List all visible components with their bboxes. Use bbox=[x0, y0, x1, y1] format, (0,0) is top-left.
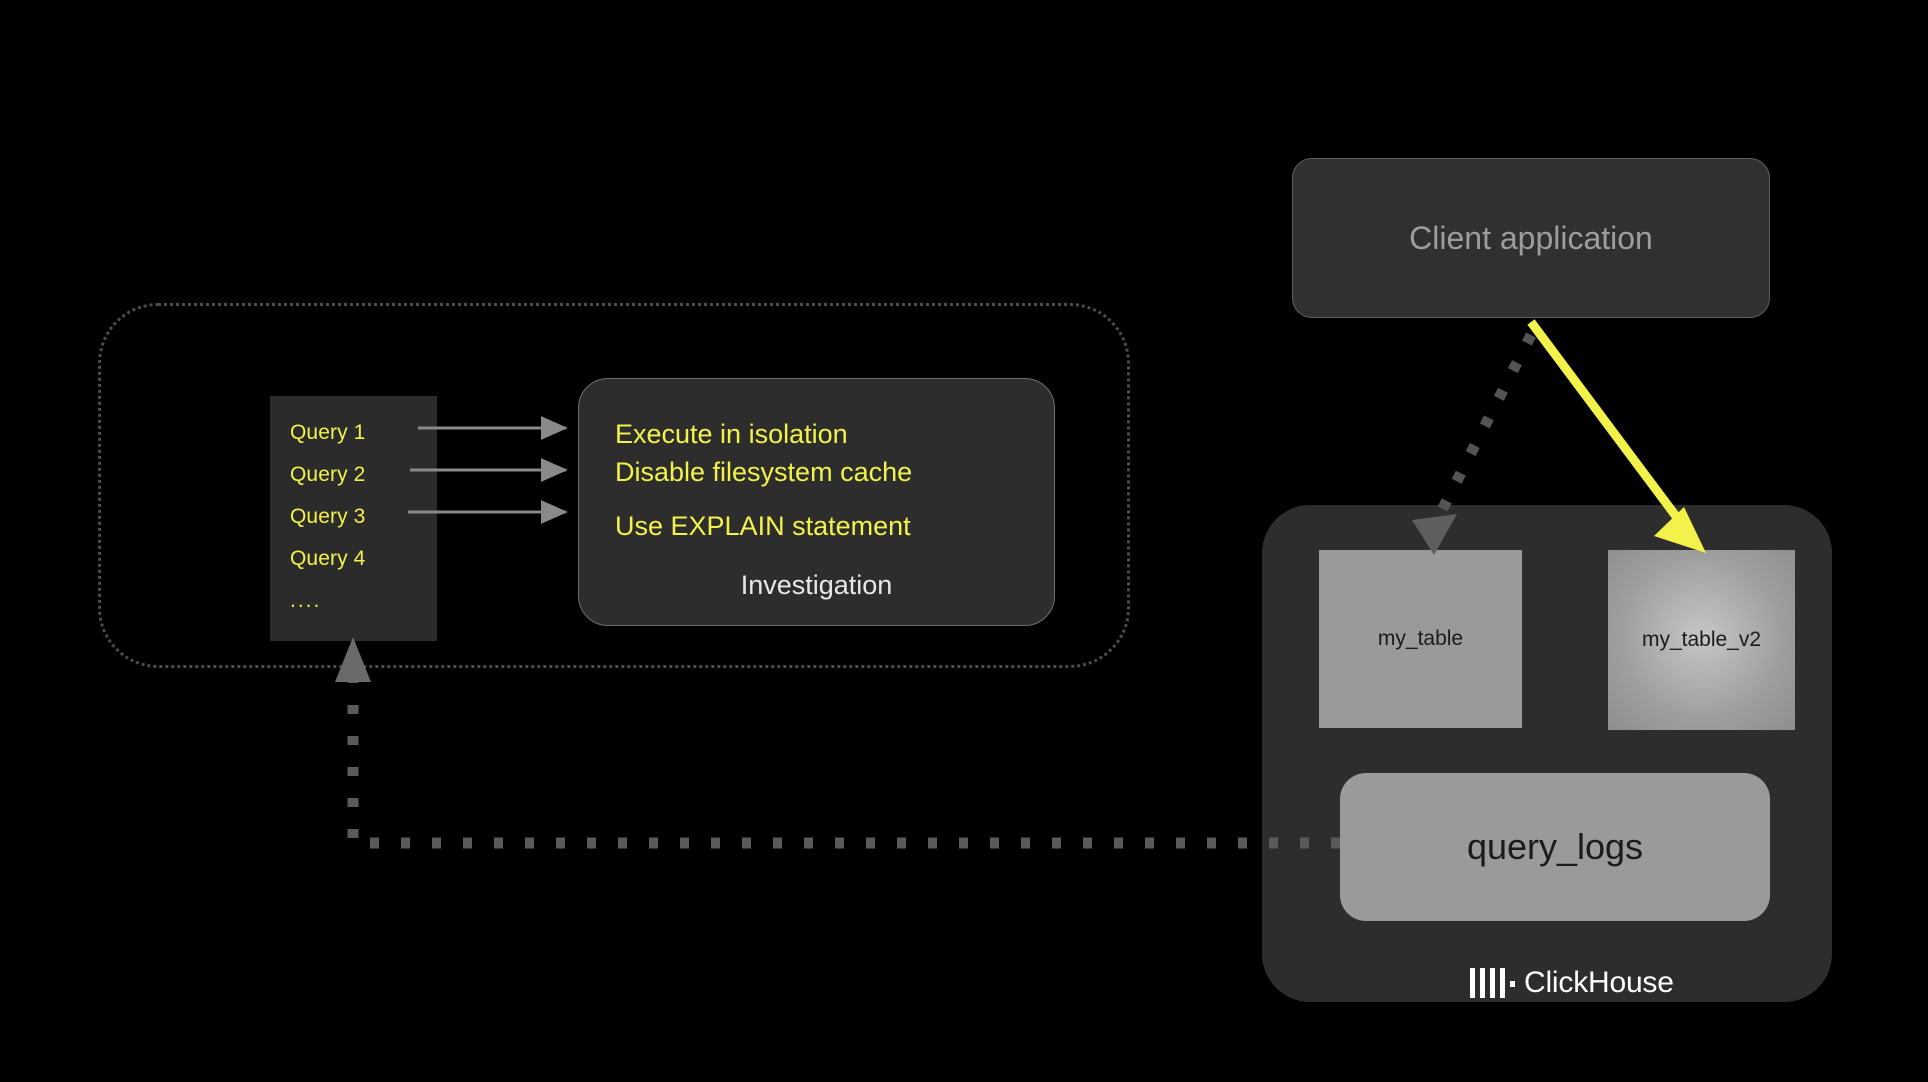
list-item-ellipsis: .... bbox=[290, 589, 322, 612]
clickhouse-brand-label: ClickHouse bbox=[1524, 966, 1674, 999]
investigation-step: Use EXPLAIN statement bbox=[615, 511, 911, 541]
investigation-group-frame bbox=[98, 303, 1130, 668]
investigation-step: Execute in isolation bbox=[615, 419, 848, 449]
client-application-node: Client application bbox=[1292, 158, 1770, 318]
clickhouse-logo: ClickHouse bbox=[1470, 966, 1674, 1000]
query-list-panel: Query 1 Query 2 Query 3 Query 4 .... bbox=[270, 396, 437, 641]
list-item: Query 4 bbox=[290, 547, 366, 570]
investigation-caption: Investigation bbox=[740, 570, 893, 600]
table-label: query_logs bbox=[1466, 826, 1644, 867]
client-application-label: Client application bbox=[1409, 219, 1653, 256]
investigation-panel: Execute in isolation Disable filesystem … bbox=[578, 378, 1055, 626]
table-node-my-table: my_table bbox=[1319, 550, 1522, 728]
investigation-step: Disable filesystem cache bbox=[615, 457, 913, 487]
list-item: Query 2 bbox=[290, 463, 366, 486]
table-label: my_table_v2 bbox=[1641, 628, 1762, 651]
table-label: my_table bbox=[1377, 627, 1464, 650]
table-node-query-logs: query_logs bbox=[1340, 773, 1770, 921]
clickhouse-logo-icon bbox=[1470, 968, 1515, 998]
table-node-my-table-v2: my_table_v2 bbox=[1608, 550, 1795, 730]
list-item: Query 3 bbox=[290, 505, 366, 528]
list-item: Query 1 bbox=[290, 421, 366, 444]
